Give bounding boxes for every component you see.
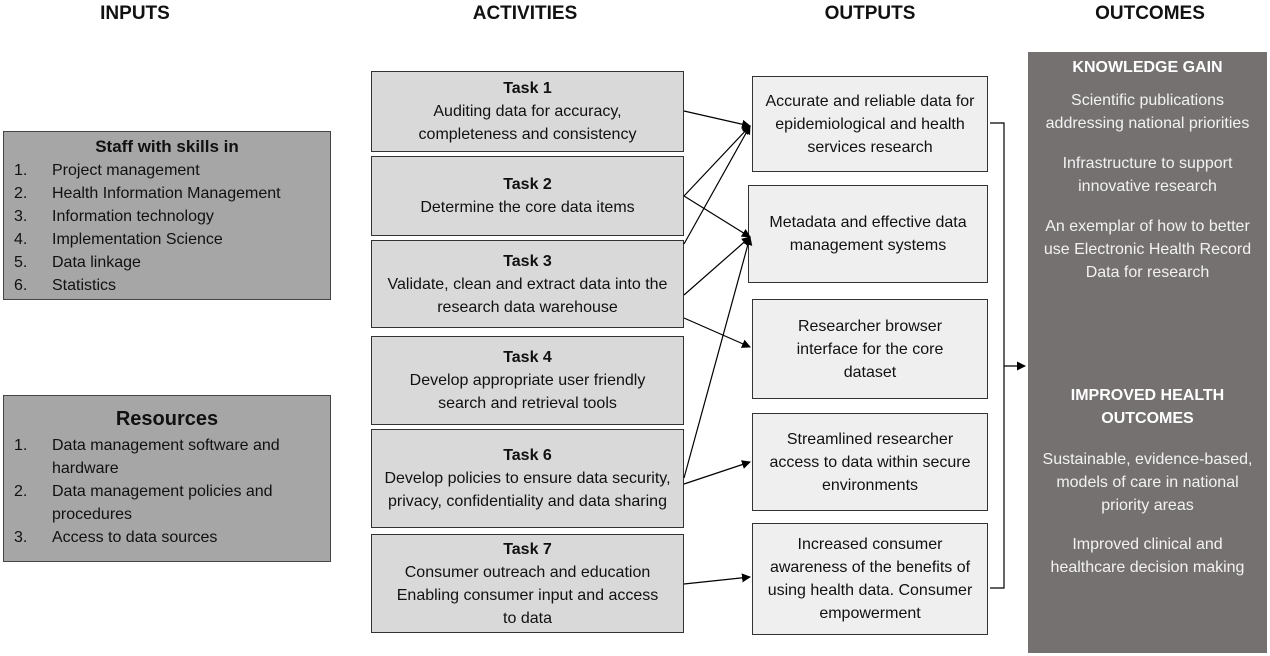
list-item: 6.Statistics xyxy=(14,277,117,294)
list-item: 5.Data linkage xyxy=(14,254,141,271)
outcomes-header: OUTCOMES xyxy=(1095,3,1205,24)
list-item: 1.Data management software and hardware xyxy=(14,437,280,477)
arrow-task3-output1 xyxy=(683,125,751,245)
arrow-task1-output1 xyxy=(683,110,751,129)
output-consumer-awareness-box: Increased consumer awareness of the bene… xyxy=(752,523,988,635)
staff-skills-title: Staff with skills in xyxy=(95,137,239,156)
output-text: Streamlined researcher access to data wi… xyxy=(769,430,971,494)
task-2-box: Task 2 Determine the core data items xyxy=(371,156,684,236)
staff-skills-box: Staff with skills in 1.Project managemen… xyxy=(3,131,331,300)
staff-skills-list: 1.Project management 2.Health Informatio… xyxy=(12,159,322,297)
task-title: Task 3 xyxy=(503,252,552,270)
resources-title: Resources xyxy=(115,408,219,430)
task-title: Task 2 xyxy=(503,176,552,193)
task-title: Task 1 xyxy=(503,80,552,97)
arrow-task2-output1 xyxy=(683,125,751,197)
task-3-box: Task 3 Validate, clean and extract data … xyxy=(371,240,684,328)
arrow-task6-output4 xyxy=(683,460,751,485)
arrow-task3-output3 xyxy=(683,317,751,348)
inputs-header: INPUTS xyxy=(100,3,170,24)
arrow-task6-output2 xyxy=(683,236,753,479)
knowledge-gain-panel: KNOWLEDGE GAIN Scientific publications a… xyxy=(1028,52,1267,366)
task-1-box: Task 1 Auditing data for accuracy, compl… xyxy=(371,71,684,152)
outputs-header: OUTPUTS xyxy=(824,3,916,24)
task-title: Task 4 xyxy=(503,349,552,366)
improved-health-panel: IMPROVED HEALTH OUTCOMES Sustainable, ev… xyxy=(1028,366,1267,653)
task-title: Task 6 xyxy=(503,447,552,464)
task-text: Develop policies to ensure data security… xyxy=(384,470,671,510)
outputs-bracket xyxy=(990,122,1005,589)
activities-header: ACTIVITIES xyxy=(472,3,578,24)
outcome-item: Improved clinical and healthcare decisio… xyxy=(1050,536,1245,576)
resources-box: Resources 1.Data management software and… xyxy=(3,395,331,562)
task-7-box: Task 7 Consumer outreach and education E… xyxy=(371,534,684,633)
outcome-item: Scientific publications addressing natio… xyxy=(1045,92,1250,132)
task-text: Auditing data for accuracy, completeness… xyxy=(418,103,637,143)
output-text: Researcher browser interface for the cor… xyxy=(796,317,944,381)
task-6-box: Task 6 Develop policies to ensure data s… xyxy=(371,429,684,528)
arrow-task7-output5 xyxy=(683,573,751,585)
output-text: Accurate and reliable data for epidemiol… xyxy=(765,92,975,156)
improved-health-title: IMPROVED HEALTH OUTCOMES xyxy=(1070,387,1225,427)
task-text: Determine the core data items xyxy=(420,199,635,216)
outcome-item: An exemplar of how to better use Electro… xyxy=(1043,218,1252,281)
task-4-box: Task 4 Develop appropriate user friendly… xyxy=(371,336,684,425)
task-text: Consumer outreach and education Enabling… xyxy=(396,563,659,627)
output-text: Metadata and effective data management s… xyxy=(769,214,967,254)
output-text: Increased consumer awareness of the bene… xyxy=(767,536,973,622)
knowledge-gain-title: KNOWLEDGE GAIN xyxy=(1072,59,1223,76)
resources-list: 1.Data management software and hardware … xyxy=(12,434,322,549)
list-item: 2.Data management policies and procedure… xyxy=(14,483,273,523)
output-browser-interface-box: Researcher browser interface for the cor… xyxy=(752,299,988,399)
arrow-task3-output2 xyxy=(683,236,751,296)
arrow-task2-output2 xyxy=(683,195,751,238)
task-title: Task 7 xyxy=(503,540,552,558)
task-text: Develop appropriate user friendly search… xyxy=(409,372,646,412)
list-item: 1.Project management xyxy=(14,162,200,179)
task-text: Validate, clean and extract data into th… xyxy=(387,275,668,316)
outcome-item: Sustainable, evidence-based, models of c… xyxy=(1042,451,1253,514)
output-researcher-access-box: Streamlined researcher access to data wi… xyxy=(752,413,988,511)
list-item: 3.Access to data sources xyxy=(14,529,218,546)
list-item: 4.Implementation Science xyxy=(14,231,223,248)
list-item: 2.Health Information Management xyxy=(14,185,281,202)
outcome-item: Infrastructure to support innovative res… xyxy=(1062,155,1233,195)
output-metadata-box: Metadata and effective data management s… xyxy=(748,185,988,283)
list-item: 3.Information technology xyxy=(14,208,214,225)
output-accurate-data-box: Accurate and reliable data for epidemiol… xyxy=(752,76,988,172)
